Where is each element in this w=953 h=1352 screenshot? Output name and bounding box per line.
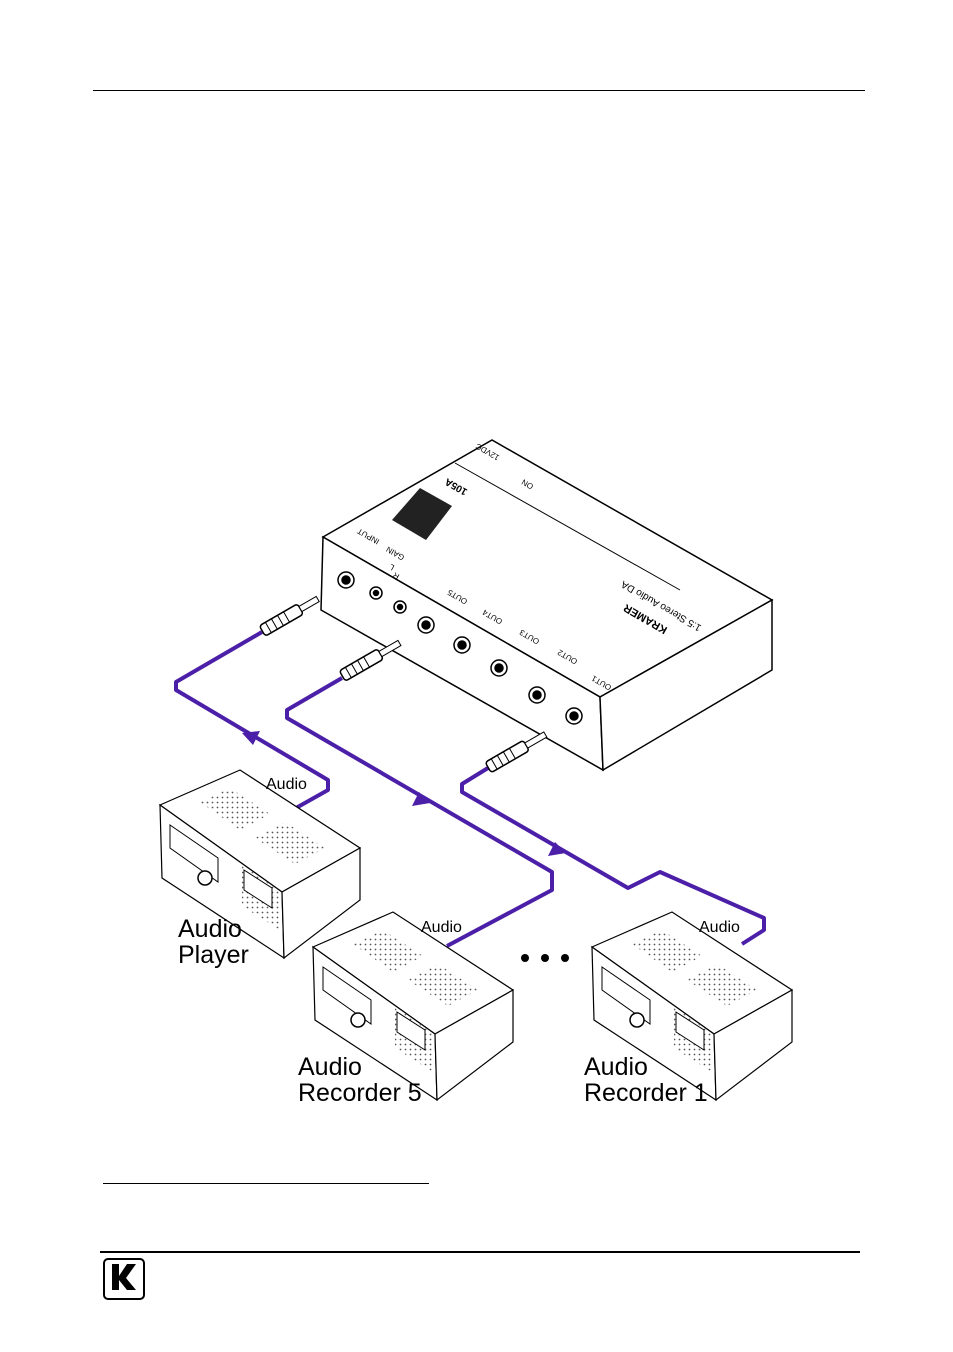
ellipsis-dots <box>521 954 569 962</box>
kramer-k-icon <box>105 1260 143 1298</box>
label-audio-player: Audio Player <box>178 916 249 968</box>
footer-rule <box>100 1251 860 1253</box>
footnote-rule <box>103 1183 429 1184</box>
kramer-105a-unit: 105A KRAMER 1:5 Stereo Audio DA INPUT GA… <box>321 440 772 770</box>
audio-tag-recorder5: Audio <box>421 919 462 937</box>
kramer-logo <box>103 1258 145 1300</box>
audio-tag-recorder1: Audio <box>699 919 740 937</box>
cable-recorder1 <box>462 768 764 944</box>
label-audio-recorder-1: Audio Recorder 1 <box>584 1054 708 1106</box>
audio-tag-player: Audio <box>266 776 307 794</box>
label-audio-recorder-5: Audio Recorder 5 <box>298 1054 422 1106</box>
